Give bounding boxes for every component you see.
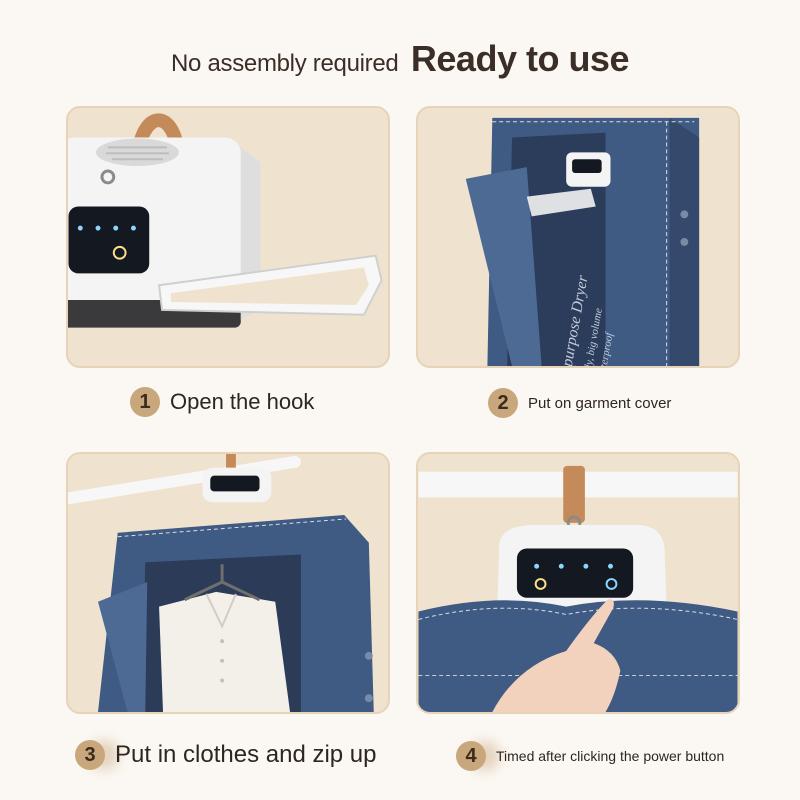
step-1: 1 Open the hook	[130, 387, 314, 417]
step-4-number: 4	[456, 741, 486, 771]
step-2-image: purpose Dryer dy, big volume aterproof	[416, 106, 740, 368]
step-1-label: Open the hook	[170, 389, 315, 414]
header-subtitle: No assembly required	[171, 50, 399, 77]
step-2-number: 2	[488, 388, 518, 418]
step-3-number: 3	[75, 740, 105, 770]
step-4: 4 Timed after clicking the power button	[456, 741, 724, 771]
step-3-image	[66, 452, 390, 714]
header-title: Ready to use	[410, 38, 630, 79]
step-3-label: Put in clothes and zip up	[115, 741, 377, 768]
step-1-number: 1	[130, 387, 160, 417]
step-3: 3 Put in clothes and zip up	[75, 740, 377, 770]
step-4-label: Timed after clicking the power button	[496, 748, 725, 764]
step-1-image	[66, 106, 390, 368]
step-4-image	[416, 452, 740, 714]
step-2: 2 Put on garment cover	[488, 388, 671, 418]
step-2-label: Put on garment cover	[528, 394, 672, 412]
header: No assembly required Ready to use	[0, 38, 800, 80]
